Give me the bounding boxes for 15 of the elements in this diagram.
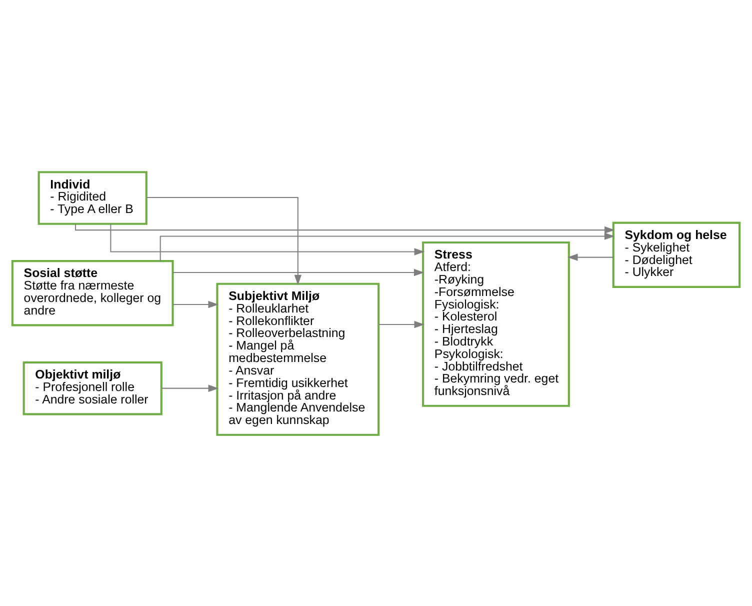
arrow — [146, 196, 302, 285]
node-box: Individ - Rigidited - Type A eller B — [38, 170, 148, 224]
node-box: Stress Atferd: -Røyking -Forsømmelse Fysiologisk: - Kolesterol - Hjerteslag - Blodtrykk Psykologisk: - Jobbtilfredshet - Bekymring vedr. eget funksjonsnivå — [422, 240, 570, 406]
node-box: Subjektivt Miljø - Rolleuklarhet - Rollekonflikter - Rolleoverbelastning - Mangel på medbestemmelse - Ansvar - Fremtidig usikkerhet - Irritasjon på andre - Manglende Anvendelse av egen kunnskap — [216, 282, 380, 436]
node-box: Sykdom og helse - Sykelighet - Dødelighet - Ulykker — [612, 221, 741, 288]
arrow — [162, 384, 219, 392]
arrow — [160, 232, 615, 261]
arrow — [378, 320, 425, 328]
node-box: Objektivt miljø - Profesjonell rolle - Andre sosiale roller — [22, 360, 162, 415]
arrow — [110, 223, 425, 255]
arrow — [75, 223, 615, 234]
arrow — [172, 268, 424, 276]
arrow — [172, 300, 219, 308]
arrow — [567, 253, 614, 260]
node-box: Sosial støtte Støtte fra nærmeste overordnede, kolleger og andre — [11, 260, 174, 326]
